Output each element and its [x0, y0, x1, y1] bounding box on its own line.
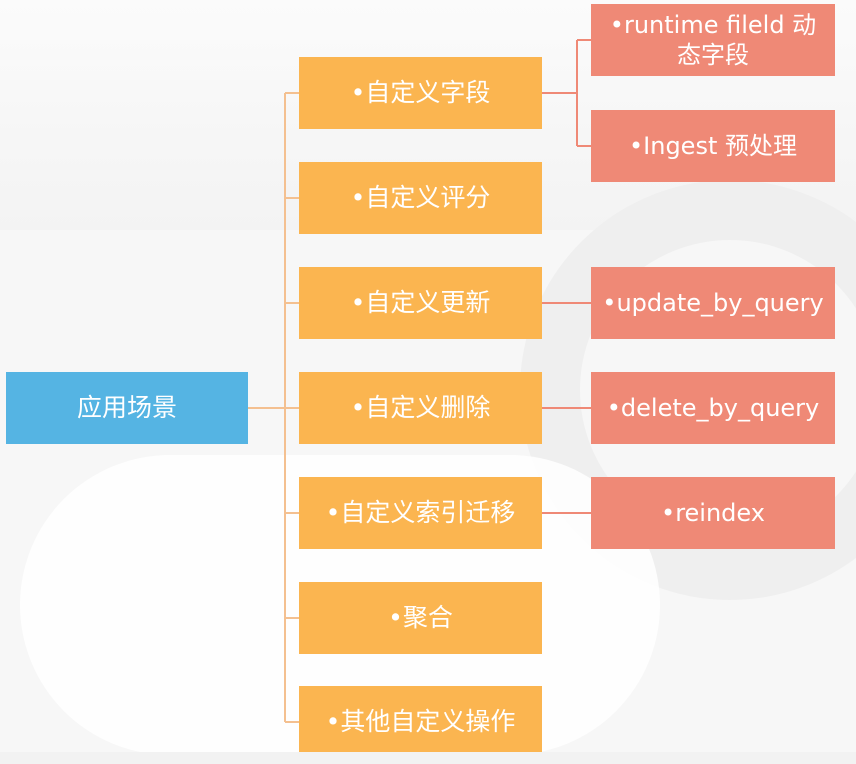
branch-other-custom-ops: •其他自定义操作 [299, 686, 542, 758]
branch-custom-score: •自定义评分 [299, 162, 542, 234]
root-node: 应用场景 [6, 372, 248, 444]
branch-custom-delete: •自定义删除 [299, 372, 542, 444]
branch-aggregation: •聚合 [299, 582, 542, 654]
branch-custom-update: •自定义更新 [299, 267, 542, 339]
leaf-update-by-query: •update_by_query [591, 267, 835, 339]
leaf-ingest: •Ingest 预处理 [591, 110, 835, 182]
leaf-reindex: •reindex [591, 477, 835, 549]
leaf-delete-by-query: •delete_by_query [591, 372, 835, 444]
branch-custom-field: •自定义字段 [299, 57, 542, 129]
branch-custom-reindex: •自定义索引迁移 [299, 477, 542, 549]
leaf-runtime-field: •runtime fileld 动态字段 [591, 4, 835, 76]
bottom-edge [0, 752, 856, 764]
